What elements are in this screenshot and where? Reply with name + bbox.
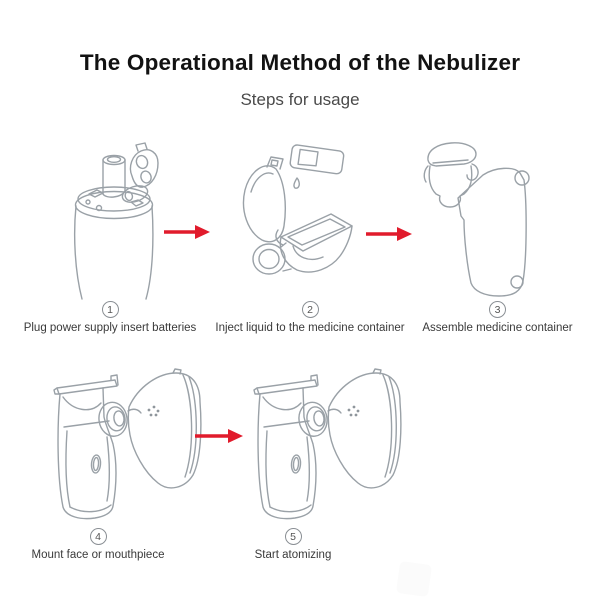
- arrow-step2-to-step3-icon: [366, 227, 412, 241]
- arrow-step1-to-step2-icon: [164, 225, 210, 239]
- step2-caption: Inject liquid to the medicine container: [215, 322, 405, 334]
- page-title: The Operational Method of the Nebulizer: [79, 50, 521, 75]
- step2-illustration-fill-medicine-icon: [242, 144, 353, 275]
- step1-caption: Plug power supply insert batteries: [23, 322, 197, 334]
- step5-illustration-atomizing-icon: [253, 368, 402, 520]
- step1-label: 1 Plug power supply insert batteries: [10, 301, 210, 334]
- faint-watermark: [395, 560, 433, 598]
- step4-number-badge: 4: [89, 528, 107, 545]
- step2-number-badge: 2: [301, 301, 319, 318]
- step5-label: 5 Start atomizing: [193, 528, 393, 561]
- step3-number-badge: 3: [489, 301, 506, 318]
- step5-number-badge: 5: [284, 528, 302, 545]
- step3-caption: Assemble medicine container: [422, 322, 573, 334]
- step4-caption: Mount face or mouthpiece: [31, 549, 165, 561]
- step5-caption: Start atomizing: [254, 549, 332, 561]
- step3-label: 3 Assemble medicine container: [395, 301, 600, 334]
- step2-label: 2 Inject liquid to the medicine containe…: [205, 301, 415, 334]
- arrow-step4-to-step5-icon: [195, 429, 243, 443]
- step1-number-badge: 1: [101, 301, 119, 318]
- step3-illustration-assembly-icon: [423, 142, 530, 297]
- step4-illustration-face-mask-icon: [53, 368, 202, 520]
- step4-label: 4 Mount face or mouthpiece: [0, 528, 196, 561]
- page-subtitle: Steps for usage: [240, 90, 360, 109]
- step1-illustration-battery-insert-icon: [73, 142, 159, 300]
